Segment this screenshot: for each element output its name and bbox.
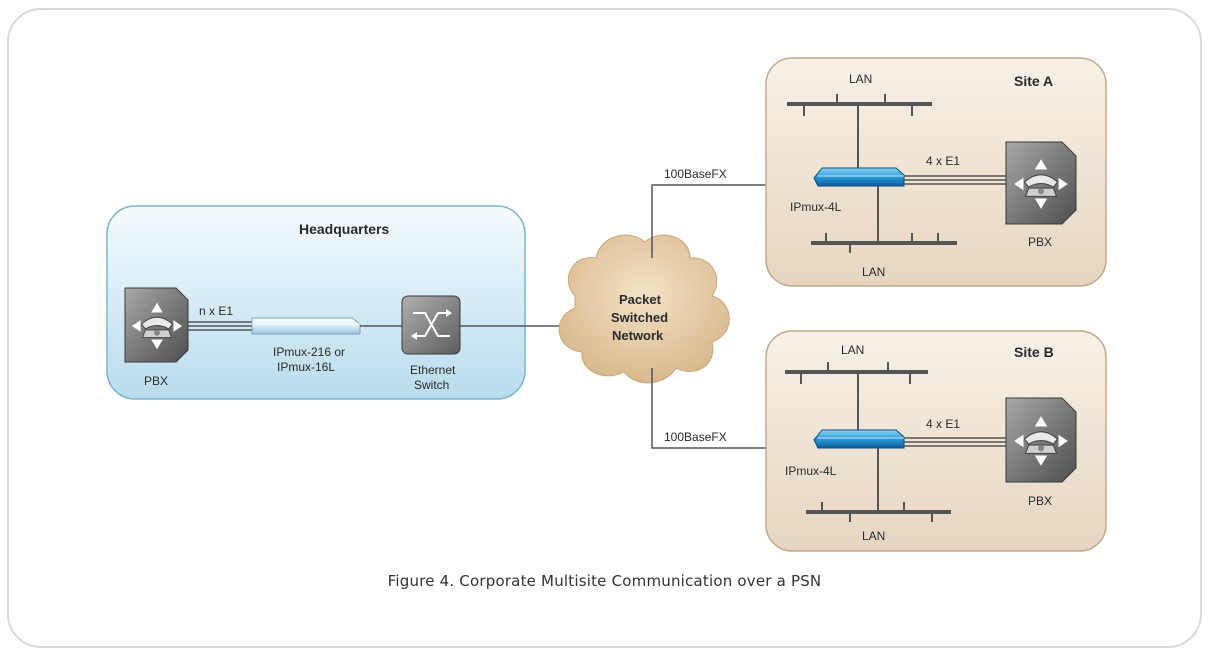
site-a-title: Site A [1014,73,1053,89]
site-b-ipmux-device-icon [813,429,905,449]
site-a-pbx-label: PBX [1028,235,1052,249]
site-a-ipmux-label: IPmux-4L [790,200,842,214]
switch-label-2: Switch [414,378,449,392]
hq-ipmux-device-icon [251,317,361,335]
site-b-lan-bottom-label: LAN [862,529,885,543]
hq-pbx-label: PBX [144,374,168,388]
hq-pbx-icon [124,287,189,363]
site-b-pbx-icon [1005,397,1077,483]
site-b-pbx-label: PBX [1028,494,1052,508]
psn-label-3: Network [612,328,664,343]
hq-e1-link [188,321,255,331]
site-b-e1-label: 4 x E1 [926,417,960,431]
site-b-uplink-label: 100BaseFX [664,430,727,444]
figure-caption: Figure 4. Corporate Multisite Communicat… [387,572,822,590]
site-a-e1-label: 4 x E1 [926,154,960,168]
site-b-title: Site B [1014,344,1054,360]
site-b-lan-top-bus [785,362,928,432]
site-a-ipmux-device-icon [813,167,905,187]
site-a-uplink-label: 100BaseFX [664,167,727,181]
hq-ipmux-label-1: IPmux-216 or [273,345,345,359]
site-a-pbx-icon [1005,141,1077,225]
site-b-ipmux-label: IPmux-4L [785,464,837,478]
psn-label-2: Switched [611,310,668,325]
site-b-lan-bottom-bus [806,448,951,522]
site-a-lan-top-label: LAN [849,72,872,86]
site-b-e1-link [904,437,1006,447]
site-a-e1-link [904,175,1006,185]
hq-ipmux-label-2: IPmux-16L [277,360,335,374]
site-b-lan-top-label: LAN [841,343,864,357]
site-b-group: Site B LAN IPmux-4L LAN [765,330,1107,552]
site-a-uplink [651,184,820,258]
site-a-lan-top-bus [787,94,932,170]
ethernet-switch-icon [401,295,461,355]
site-b-uplink [651,368,820,449]
switch-label-1: Ethernet [410,363,456,377]
site-a-group: Site A LAN IPmux-4L LAN [765,57,1107,287]
site-b-zone [765,330,1107,552]
psn-label-1: Packet [619,292,662,307]
hq-e1-label: n x E1 [199,304,233,318]
psn-cloud-icon [558,234,730,384]
headquarters-group: Headquarters PBX n x E1 IPmux-216 or IPm… [106,205,560,400]
site-a-lan-bottom-label: LAN [862,265,885,279]
site-a-zone [765,57,1107,287]
network-diagram: Headquarters PBX n x E1 IPmux-216 or IPm… [106,57,1107,552]
site-a-lan-bottom-bus [811,186,957,253]
headquarters-title: Headquarters [299,221,389,237]
